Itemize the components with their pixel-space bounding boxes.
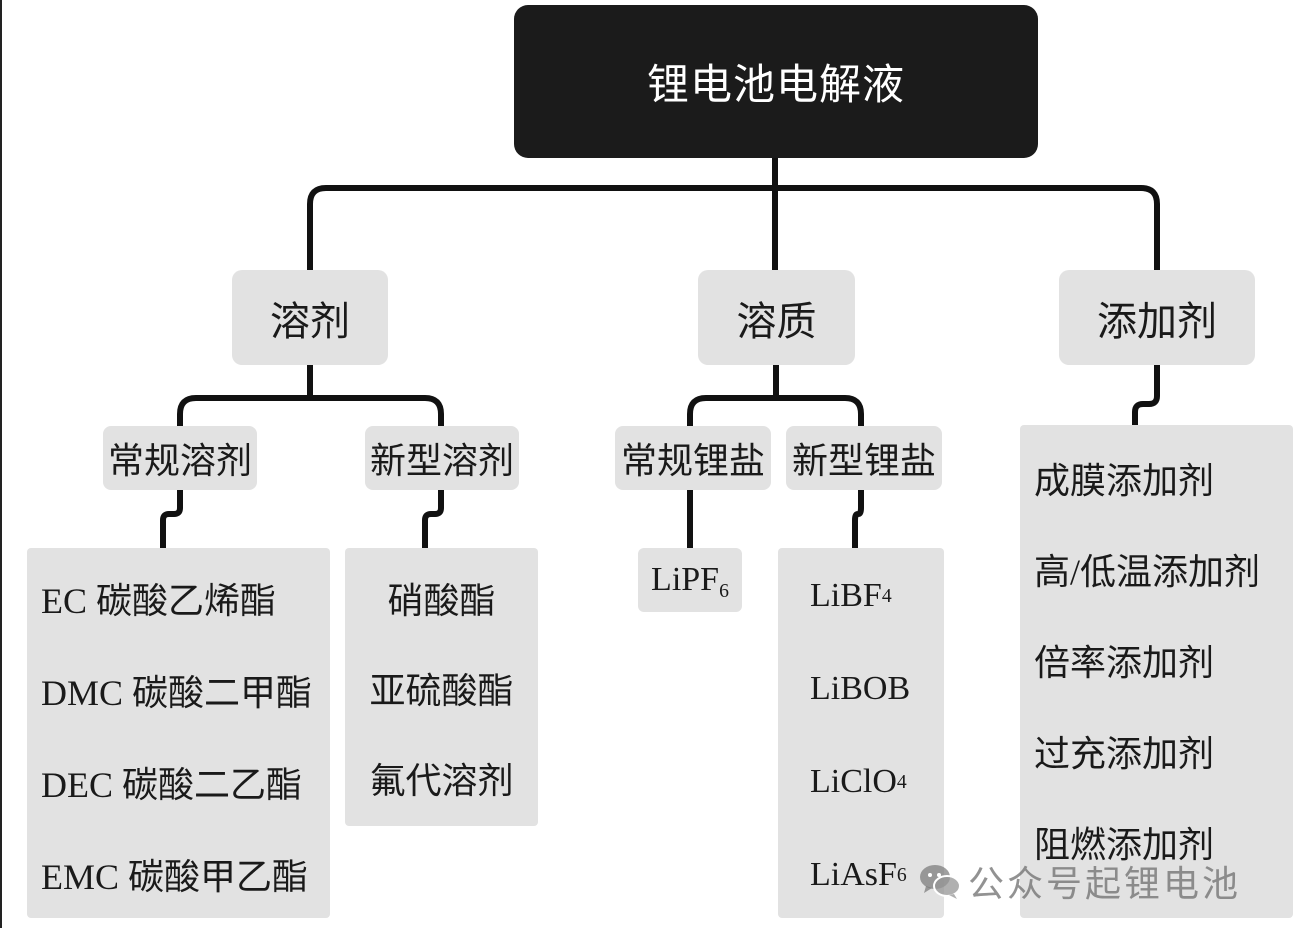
node-conventional-salt: 常规锂盐 [615, 426, 771, 490]
list-item: DMC 碳酸二甲酯 [41, 673, 313, 713]
root-node: 锂电池电解液 [514, 5, 1038, 158]
list-item: EMC 碳酸甲乙酯 [41, 857, 309, 897]
list-item: LiPF6 [651, 561, 729, 602]
formula-base: LiBOB [810, 669, 911, 707]
list-item: 氟代溶剂 [369, 761, 514, 801]
connector-additive [1132, 365, 1160, 425]
formula-base: LiPF [651, 561, 720, 598]
formula-base: LiClO [810, 762, 897, 800]
formula-base: LiBF [810, 576, 882, 614]
node-new-salt-label: 新型锂盐 [791, 441, 936, 481]
connector-solute-bar [687, 395, 864, 428]
list-item: DEC 碳酸二乙酯 [41, 765, 303, 805]
node-new-solvent-label: 新型溶剂 [369, 441, 514, 481]
watermark-text: 公众号起锂电池 [968, 864, 1242, 905]
wechat-icon [920, 865, 961, 899]
node-conventional-solvent-label: 常规溶剂 [107, 441, 252, 481]
list-item: EC 碳酸乙烯酯 [41, 581, 277, 621]
node-solute: 溶质 [698, 270, 855, 365]
list-new-solvent: 硝酸酯 亚硫酸酯 氟代溶剂 [345, 548, 538, 826]
list-item: 阻燃添加剂 [1034, 824, 1215, 865]
root-label: 锂电池电解液 [646, 63, 905, 109]
node-new-solvent: 新型溶剂 [365, 426, 519, 490]
connector-new-salt [852, 490, 864, 548]
node-additive: 添加剂 [1059, 270, 1255, 365]
node-new-salt: 新型锂盐 [786, 426, 942, 490]
node-solvent-label: 溶剂 [270, 298, 350, 344]
list-conventional-salt: LiPF6 [638, 548, 742, 612]
list-item: 高/低温添加剂 [1034, 551, 1261, 592]
formula-base: LiAsF [810, 855, 897, 893]
list-additive: 成膜添加剂 高/低温添加剂 倍率添加剂 过充添加剂 阻燃添加剂 [1020, 425, 1293, 918]
connector-conventional-solvent [160, 490, 183, 548]
formula-subscript: 6 [719, 579, 729, 602]
watermark: 公众号起锂电池 [918, 856, 1310, 906]
left-border-line [0, 0, 2, 928]
node-additive-label: 添加剂 [1097, 298, 1217, 344]
connector-new-solvent [422, 490, 444, 548]
node-solvent: 溶剂 [232, 270, 388, 365]
list-item: 倍率添加剂 [1034, 642, 1215, 683]
node-solute-label: 溶质 [736, 298, 817, 344]
connector-level1-bar [307, 185, 1160, 270]
list-item: 成膜添加剂 [1034, 460, 1215, 501]
node-conventional-solvent: 常规溶剂 [103, 426, 257, 490]
list-item: 亚硫酸酯 [369, 671, 514, 711]
list-item: LiBOB [810, 642, 944, 735]
list-item: 过充添加剂 [1034, 733, 1215, 774]
list-conventional-solvent: EC 碳酸乙烯酯 DMC 碳酸二甲酯 DEC 碳酸二乙酯 EMC 碳酸甲乙酯 [27, 548, 330, 918]
connector-solvent-bar [177, 395, 444, 428]
node-conventional-salt-label: 常规锂盐 [620, 441, 765, 481]
list-item: 硝酸酯 [387, 581, 496, 621]
